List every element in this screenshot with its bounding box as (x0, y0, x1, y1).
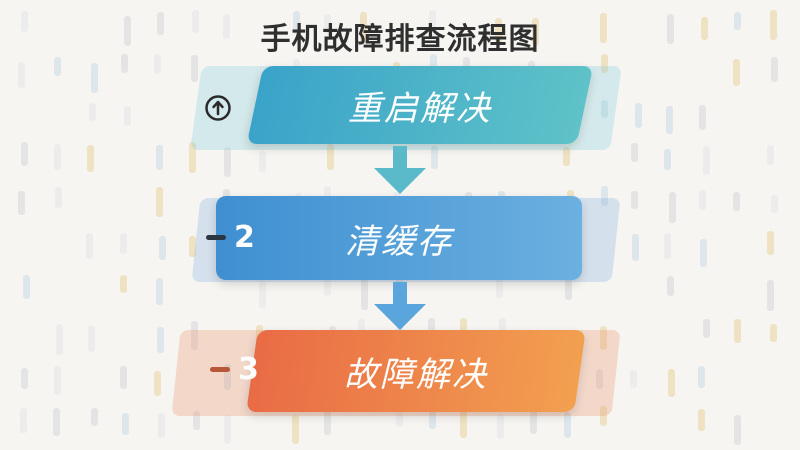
down-arrow-icon (374, 146, 426, 194)
step-3-dash (210, 367, 230, 372)
step-2-box: 清缓存 (216, 196, 582, 280)
step-3-number: 3 (238, 352, 259, 387)
step-2-number-marker: 2 (206, 220, 255, 255)
step-2-label: 清缓存 (345, 221, 453, 262)
step-1-box: 重启解决 (246, 66, 594, 144)
step-3-number-marker: 3 (210, 352, 259, 387)
step-3-box: 故障解决 (246, 330, 586, 412)
down-arrow-icon (374, 282, 426, 330)
up-arrow-circle-icon (205, 95, 231, 121)
step-1-label: 重启解决 (348, 88, 492, 129)
step-2-dash (206, 235, 226, 240)
step-2-number: 2 (234, 220, 255, 255)
step-3-label: 故障解决 (344, 354, 488, 395)
diagram-title: 手机故障排查流程图 (260, 22, 540, 57)
